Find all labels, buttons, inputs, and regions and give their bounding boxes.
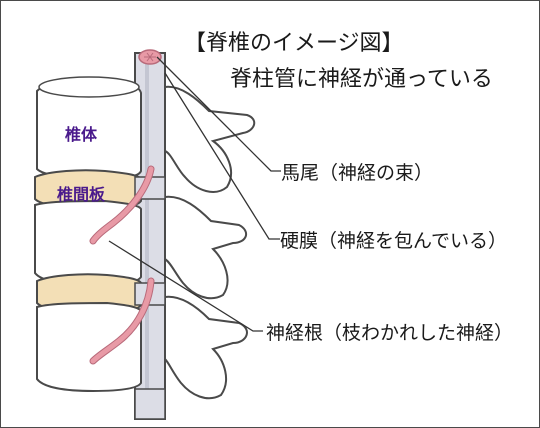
label-vertebral-body: 椎体 — [65, 125, 98, 144]
label-intervertebral-disc: 椎間板 — [57, 185, 106, 204]
posterior-arch-2 — [164, 195, 248, 300]
label-dura: 硬膜（神経を包んでいる） — [280, 230, 508, 252]
vertebral-body-3 — [36, 301, 142, 393]
label-cauda-equina: 馬尾（神経の束） — [281, 162, 434, 184]
label-nerve-root: 神経根（枝わかれした神経） — [266, 322, 514, 344]
posterior-arch-1 — [164, 85, 256, 193]
diagram-subtitle: 脊柱管に神経が通っている — [230, 67, 493, 92]
diagram-title: 【脊椎のイメージ図】 — [184, 31, 404, 56]
leader-line-cauda — [156, 56, 281, 172]
leader-line-dura — [164, 72, 280, 240]
leader-line-root — [108, 240, 263, 332]
posterior-arch-3 — [164, 295, 248, 400]
